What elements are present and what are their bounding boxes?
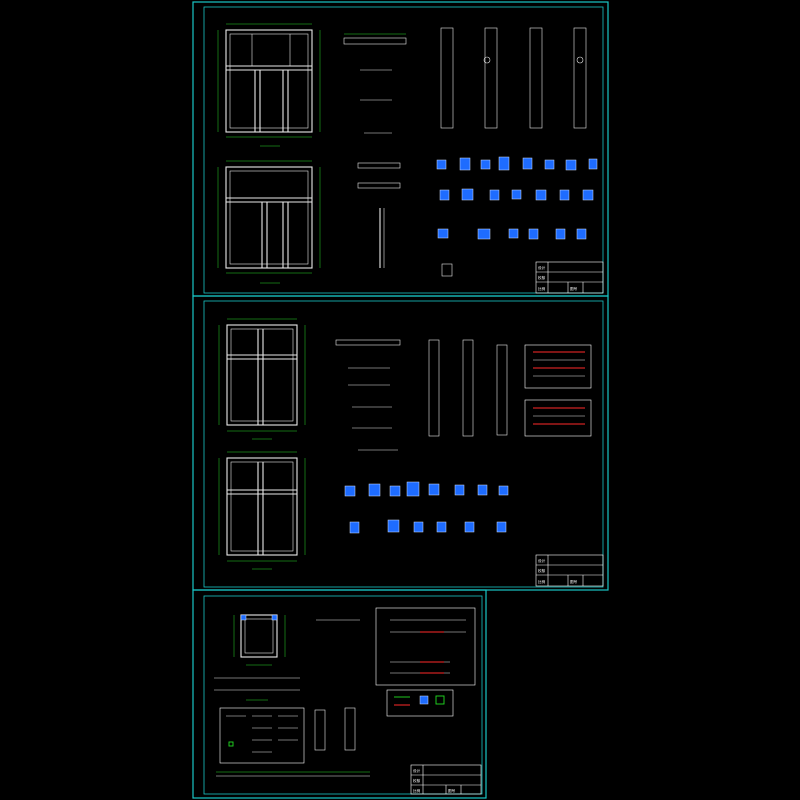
sheet-3-notes-panel bbox=[375, 607, 476, 686]
sheet-2-notes-panels bbox=[524, 344, 592, 437]
sheet-3-sheet-label: 图号 bbox=[448, 788, 456, 793]
sheet-3-outer-border bbox=[192, 589, 487, 799]
sheet-3-scale-label: 比例 bbox=[413, 788, 421, 793]
sheet-3-schedule-table bbox=[219, 707, 305, 764]
sheet-3-designed-label: 设计 bbox=[413, 768, 421, 773]
sheet-2-connection-details bbox=[344, 481, 509, 534]
sheet-2-column-details bbox=[428, 339, 508, 437]
sheet-2-inner-border bbox=[203, 300, 604, 588]
sheet-3: 设计 校核 比例 图号 bbox=[192, 589, 487, 799]
sheet-1-frame-elevation-a bbox=[217, 23, 321, 147]
sheet-3-portal-frame bbox=[233, 614, 286, 666]
sheet-2-frame-elevation-b bbox=[218, 451, 306, 570]
sheet-2-title-block: 设计 校核 比例 图号 bbox=[535, 554, 604, 587]
sheet-3-inner-border bbox=[203, 595, 483, 795]
sheet-2-frame-elevation-a bbox=[218, 318, 306, 440]
sheet-2-checked-label: 校核 bbox=[538, 568, 546, 573]
sheet-1-checked-label: 校核 bbox=[538, 275, 546, 280]
sheet-1-beam-details bbox=[343, 33, 407, 268]
sheet-3-columns bbox=[314, 707, 356, 751]
sheet-3-beams bbox=[214, 619, 370, 777]
sheet-2-designed-label: 设计 bbox=[538, 558, 546, 563]
sheet-2-scale-label: 比例 bbox=[538, 579, 546, 584]
sheet-3-legend-panel bbox=[386, 689, 454, 717]
sheet-1-connection-details bbox=[436, 156, 598, 277]
sheet-2-beam-details bbox=[335, 339, 401, 451]
sheet-2: 设计 校核 比例 图号 bbox=[192, 295, 609, 591]
sheet-1-outer-border bbox=[192, 1, 609, 297]
sheet-2-sheet-label: 图号 bbox=[570, 579, 578, 584]
sheet-2-outer-border bbox=[192, 295, 609, 591]
sheet-1-scale-label: 比例 bbox=[538, 286, 546, 291]
sheet-1-designed-label: 设计 bbox=[538, 265, 546, 270]
sheet-1-inner-border bbox=[203, 6, 604, 294]
sheet-1-column-details bbox=[440, 27, 587, 129]
sheet-1-title-block: 设计 校核 比例 图号 bbox=[535, 261, 604, 294]
sheet-3-title-block: 设计 校核 比例 图号 bbox=[410, 764, 482, 795]
sheet-1: 设计 校核 比例 图号 bbox=[192, 1, 609, 297]
sheet-1-frame-elevation-b bbox=[217, 160, 321, 284]
sheet-3-checked-label: 校核 bbox=[413, 778, 421, 783]
sheet-1-sheet-label: 图号 bbox=[570, 286, 578, 291]
